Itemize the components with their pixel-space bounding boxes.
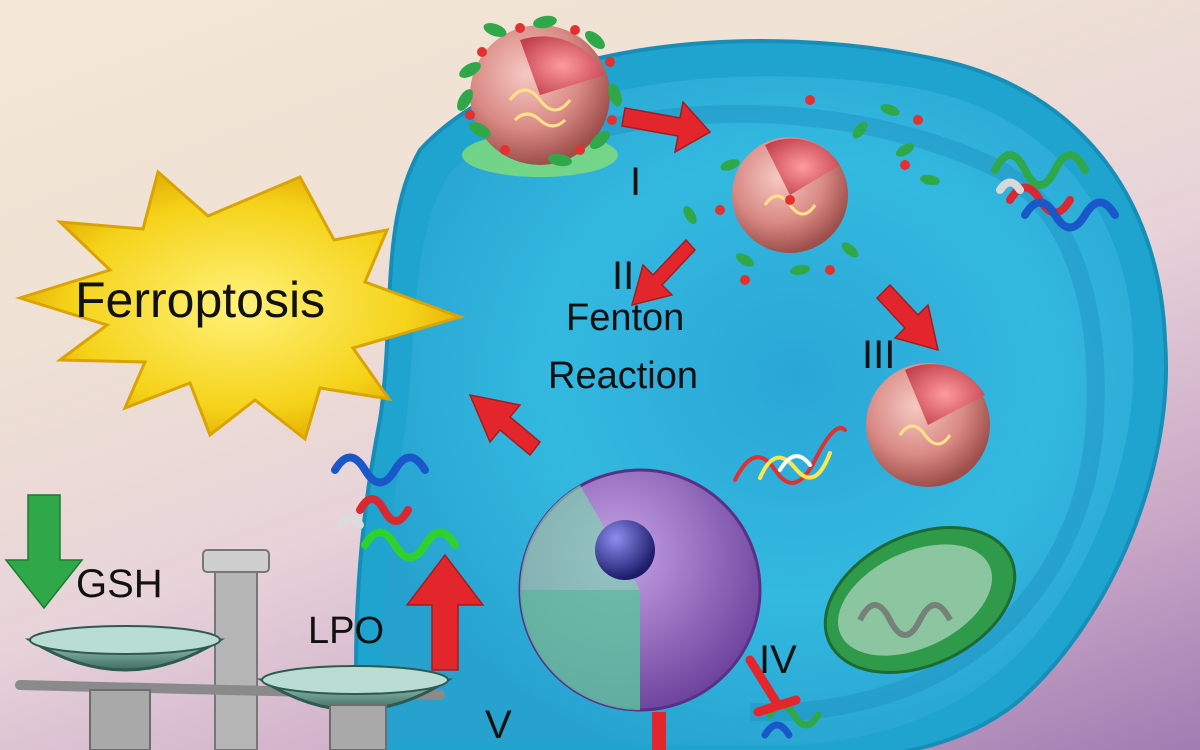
scale-post-cap <box>202 549 270 573</box>
mitochondrion <box>823 525 1017 675</box>
np3-cutaway <box>905 364 985 425</box>
np1-strands <box>508 88 572 128</box>
np1-leaves <box>457 15 622 167</box>
balance-scale <box>15 549 454 750</box>
scale-pan-right-rim <box>261 665 449 695</box>
inhibit-step-4 <box>745 655 801 717</box>
nanoparticle-1 <box>457 15 622 177</box>
scale-post <box>214 559 258 750</box>
burst-shape <box>14 169 465 442</box>
step-label-2: II <box>612 254 635 298</box>
arrow-step-2 <box>630 238 697 307</box>
np1-iron-dots <box>465 23 617 155</box>
nucleolus <box>595 520 655 580</box>
arrow-gsh-down <box>4 494 84 610</box>
inhibit-step-5 <box>652 712 666 750</box>
step-label-5: V <box>485 703 512 747</box>
np3-strands <box>898 424 952 446</box>
rna-strand <box>733 426 847 485</box>
ferroptosis-burst <box>14 169 465 442</box>
mito-inner <box>837 544 993 656</box>
scale-base-left <box>89 689 151 750</box>
np2-leaves <box>683 104 940 276</box>
scale-pan-left-rim <box>29 625 221 655</box>
arrow-step-3 <box>875 283 940 352</box>
arrow-step-1 <box>621 100 712 154</box>
scale-base-right <box>329 704 387 750</box>
protein-ribbon-left <box>331 453 459 562</box>
protein-ribbon-top-right <box>991 151 1119 232</box>
arrow-lpo-up <box>405 553 485 671</box>
nucleus <box>518 468 762 712</box>
fenton-label-line2: Reaction <box>548 355 698 397</box>
nucleus-envelope <box>520 590 640 710</box>
cell-inner-shade <box>557 104 1105 722</box>
lpo-label: LPO <box>308 610 385 652</box>
fenton-label-line1: Fenton <box>566 297 685 339</box>
nanoparticle-3 <box>866 363 990 487</box>
mito-cristae <box>857 602 953 638</box>
step-label-3: III <box>862 333 896 377</box>
gsh-label: GSH <box>76 562 163 606</box>
arrow-to-ferroptosis <box>468 393 542 457</box>
np2-iron-dots <box>715 95 923 285</box>
np1-cutaway <box>520 36 605 95</box>
step-label-1: I <box>630 160 642 204</box>
step-label-4: IV <box>759 638 797 682</box>
np2-cutaway <box>765 138 840 195</box>
nanoparticle-2 <box>683 95 940 285</box>
ferroptosis-label: Ferroptosis <box>75 272 326 328</box>
